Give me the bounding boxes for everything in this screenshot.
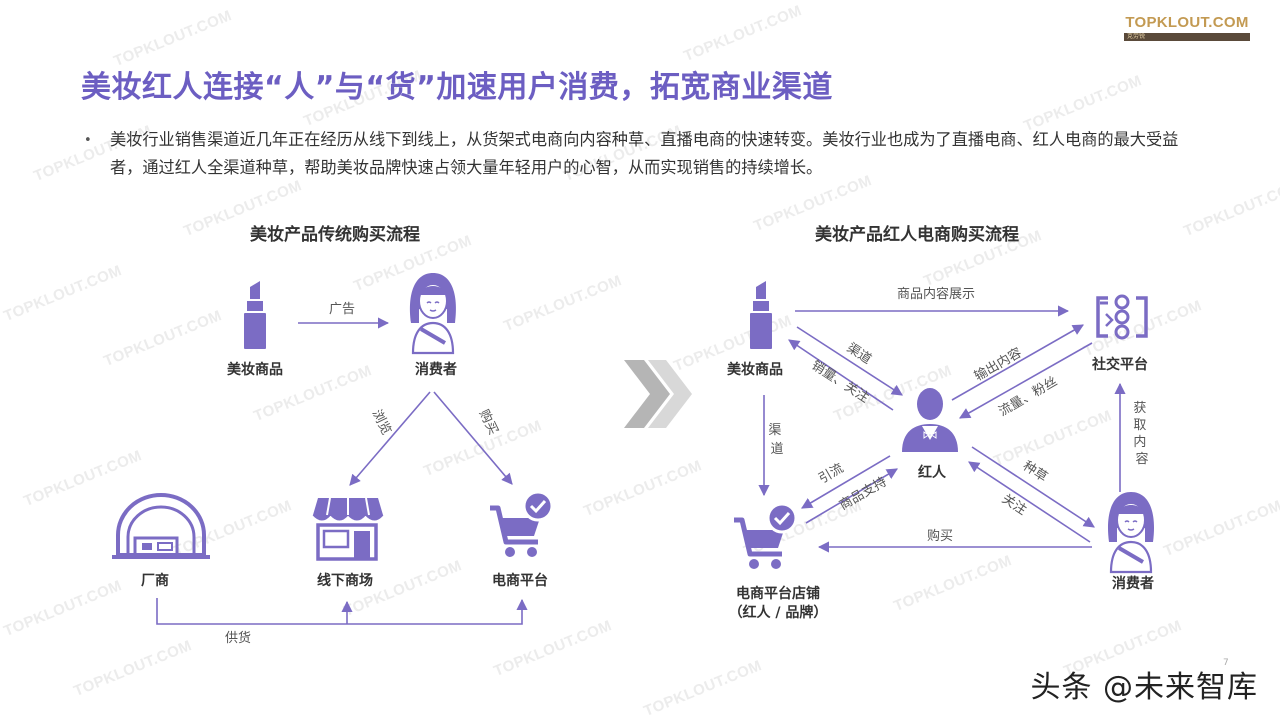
consumer-to-kol-arrow (968, 461, 1091, 543)
kol-to-product-arrow (788, 339, 894, 411)
maker-label: 厂商 (141, 572, 169, 589)
get-content-char: 内 (1133, 434, 1146, 450)
right-product-label: 美妆商品 (727, 361, 783, 378)
brand-logo: TOPKLOUT.COM 克劳锐 (1124, 14, 1250, 41)
buy-arrow (433, 391, 513, 485)
right-store-cart-icon (734, 504, 796, 569)
visit-label: 浏览 (369, 407, 395, 437)
maker-factory-icon (112, 493, 210, 559)
traffic-label: 引流 (816, 461, 846, 487)
kol-to-store-arrow (801, 455, 891, 509)
logo-tagline: 克劳锐 (1124, 33, 1250, 41)
channel-down-char: 道 (770, 442, 783, 457)
ad-label: 广告 (329, 302, 355, 317)
store-label-line2: （红人 / 品牌） (729, 604, 828, 621)
kol-to-consumer-arrow (971, 446, 1095, 528)
left-consumer-label: 消费者 (415, 361, 457, 378)
channel-down-char: 渠 (768, 423, 781, 438)
left-lipstick-icon (244, 281, 266, 349)
kol-influencer-icon (902, 388, 958, 452)
left-ecom-label: 电商平台 (492, 572, 548, 589)
supply-flow (156, 598, 528, 625)
kol-label: 红人 (918, 464, 947, 481)
right-buy-label: 购买 (927, 528, 953, 544)
store-label-line1: 电商平台店铺 (736, 585, 820, 602)
offline-store-icon (312, 497, 384, 561)
footer-watermark: 头条 @未来智库 (1030, 670, 1258, 705)
output-content-label: 输出内容 (971, 345, 1024, 385)
logo-tagline-text: 克劳锐 (1127, 33, 1146, 40)
buy-label: 购买 (476, 407, 502, 437)
offline-label: 线下商场 (317, 572, 373, 589)
intro-paragraph: 美妆行业销售渠道近几年正在经历从线下到线上，从货架式电商向内容种草、直播电商的快… (110, 130, 1179, 177)
get-content-char: 容 (1135, 451, 1148, 467)
page-number: 7 (1223, 658, 1229, 668)
right-diagram-title: 美妆产品红人电商购买流程 (815, 225, 1019, 245)
get-content-char: 获 (1133, 401, 1146, 416)
bullet-marker: • (84, 133, 92, 148)
kol-to-social-arrow (951, 324, 1084, 401)
visit-arrow (349, 391, 431, 486)
follow-label: 关注 (999, 492, 1029, 519)
transition-chevron-icon (624, 360, 692, 428)
supply-label: 供货 (225, 630, 251, 646)
social-label: 社交平台 (1091, 356, 1148, 373)
product-support-label: 商品支持 (837, 474, 890, 513)
page-title: 美妆红人连接“人”与“货”加速用户消费，拓宽商业渠道 (81, 70, 833, 105)
social-to-kol-arrow (959, 342, 1093, 419)
sales-follow-label: 销量、关注 (809, 358, 872, 406)
left-product-label: 美妆商品 (227, 361, 283, 378)
logo-brand-text: TOPKLOUT.COM (1125, 14, 1249, 31)
get-content-char: 取 (1133, 418, 1146, 433)
left-consumer-icon (407, 271, 459, 355)
showcase-label: 商品内容展示 (897, 286, 975, 302)
product-to-kol-arrow (796, 326, 903, 396)
channel-diag-label: 渠道 (844, 341, 874, 368)
left-ecom-cart-icon (490, 492, 552, 557)
traffic-fans-label: 流量、粉丝 (996, 374, 1060, 419)
social-platform-icon (1096, 294, 1148, 340)
store-to-kol-arrow (805, 468, 898, 524)
left-diagram-title: 美妆产品传统购买流程 (250, 225, 420, 245)
channel-down-label: 渠 道 (768, 423, 785, 457)
right-consumer-icon (1105, 490, 1157, 574)
get-content-label: 获 取 内 容 (1133, 401, 1150, 467)
right-consumer-label: 消费者 (1112, 575, 1154, 592)
right-lipstick-icon (750, 281, 772, 349)
